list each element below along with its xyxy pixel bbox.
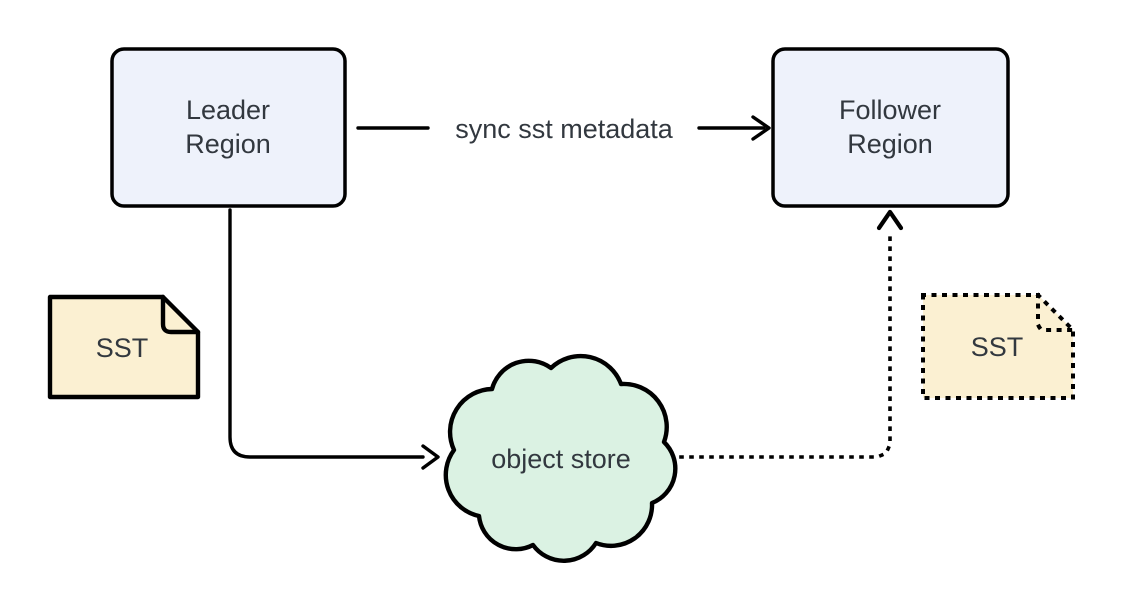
- follower-region-box: [771, 47, 1010, 208]
- object-store-node: object store: [443, 353, 678, 563]
- sync-edge-arrowhead-icon: [751, 115, 771, 141]
- follower-region-label-line1: Follower: [839, 95, 941, 125]
- leader-region-label-line1: Leader: [186, 95, 270, 125]
- leader-region-label-line2: Region: [185, 129, 271, 159]
- sst-replica-fold-icon: [1036, 293, 1075, 332]
- leader-region-box: [110, 47, 347, 208]
- store-to-follower-arrowhead-icon: [876, 209, 904, 231]
- object-store-label: object store: [491, 444, 631, 474]
- follower-region-node: Follower Region: [771, 47, 1010, 208]
- sst-replica-node: SST: [921, 293, 1075, 400]
- sst-replica-document-icon: [921, 293, 1075, 400]
- sync-edge-label: sync sst metadata: [455, 114, 674, 144]
- store-to-follower-edge: [679, 209, 904, 459]
- sst-source-fold-icon: [160, 294, 201, 335]
- sync-sst-metadata-edge: [356, 115, 771, 141]
- store-to-follower-dotted-path: [679, 229, 892, 459]
- leader-to-store-path: [228, 208, 425, 459]
- sst-replica-label: SST: [971, 332, 1024, 362]
- leader-region-node: Leader Region: [110, 47, 347, 208]
- follower-region-label-line2: Region: [847, 129, 933, 159]
- object-store-cloud-icon: [443, 353, 678, 563]
- leader-to-store-edge: [228, 208, 440, 470]
- sst-source-label: SST: [96, 333, 149, 363]
- sst-source-node: SST: [47, 294, 201, 400]
- leader-to-store-arrowhead-icon: [421, 444, 440, 470]
